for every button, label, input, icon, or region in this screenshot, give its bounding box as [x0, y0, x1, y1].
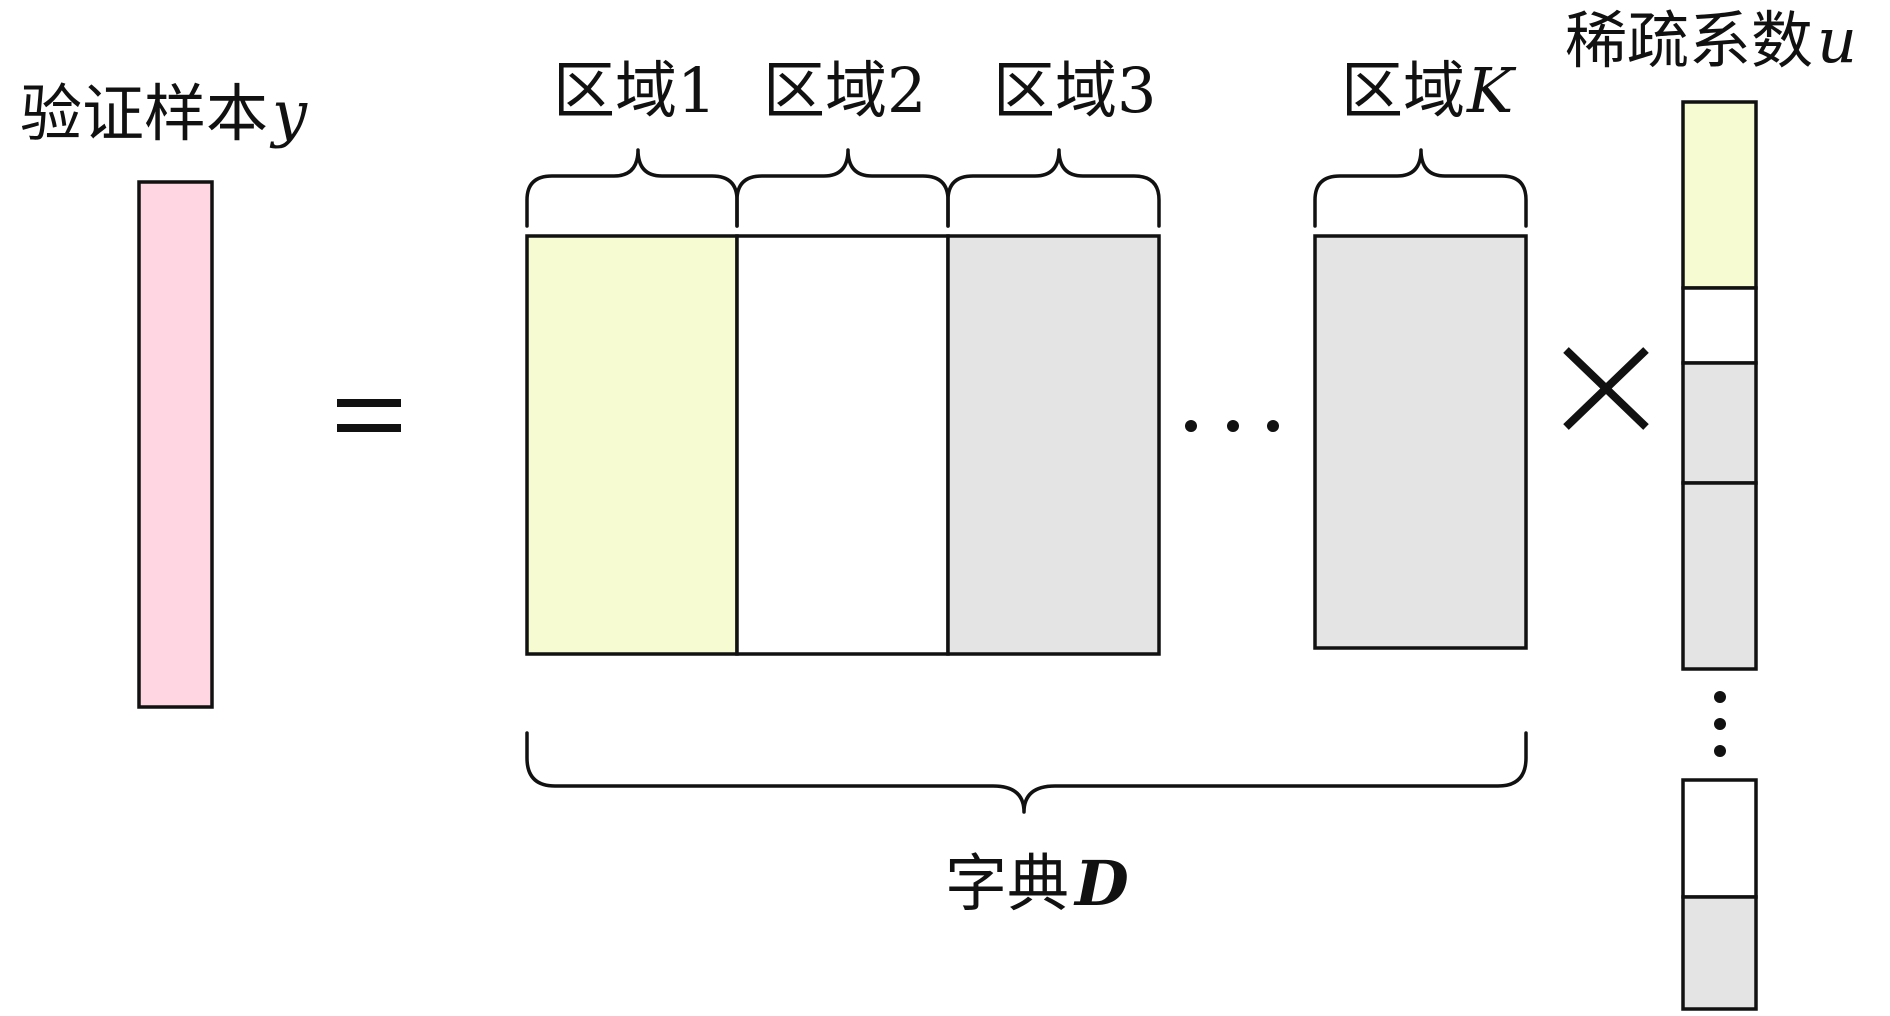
- coefficient-cell: [1681, 895, 1758, 1011]
- coefficient-cell: [1681, 286, 1758, 365]
- coefficient-cell: [1681, 778, 1758, 899]
- region-k-label: 区域K: [1341, 54, 1517, 127]
- region-2-brace: [735, 148, 950, 228]
- region-k-brace: [1313, 148, 1528, 228]
- dictionary-brace: [525, 731, 1528, 814]
- equals-sign: [337, 399, 401, 432]
- region-1-brace: [525, 148, 739, 228]
- coefficient-cell: [1681, 361, 1758, 485]
- sample-vector-y: [137, 180, 214, 709]
- horizontal-ellipsis: [1185, 420, 1279, 432]
- region-2-label: 区域2: [763, 54, 926, 127]
- region-3-block: [946, 234, 1161, 656]
- dictionary-label: 字典D: [945, 847, 1129, 920]
- region-1-block: [525, 234, 739, 656]
- times-sign: [1563, 347, 1649, 430]
- region-3-brace: [946, 148, 1161, 228]
- sample-label: 验证样本y: [20, 77, 308, 150]
- region-k-block: [1313, 234, 1528, 650]
- coefficient-cell: [1681, 100, 1758, 290]
- region-1-label: 区域1: [553, 54, 716, 127]
- region-3-label: 区域3: [993, 54, 1156, 127]
- coefficient-cell: [1681, 481, 1758, 671]
- vertical-ellipsis: [1714, 691, 1726, 757]
- coefficients-label: 稀疏系数u: [1565, 4, 1857, 77]
- region-2-block: [735, 234, 950, 656]
